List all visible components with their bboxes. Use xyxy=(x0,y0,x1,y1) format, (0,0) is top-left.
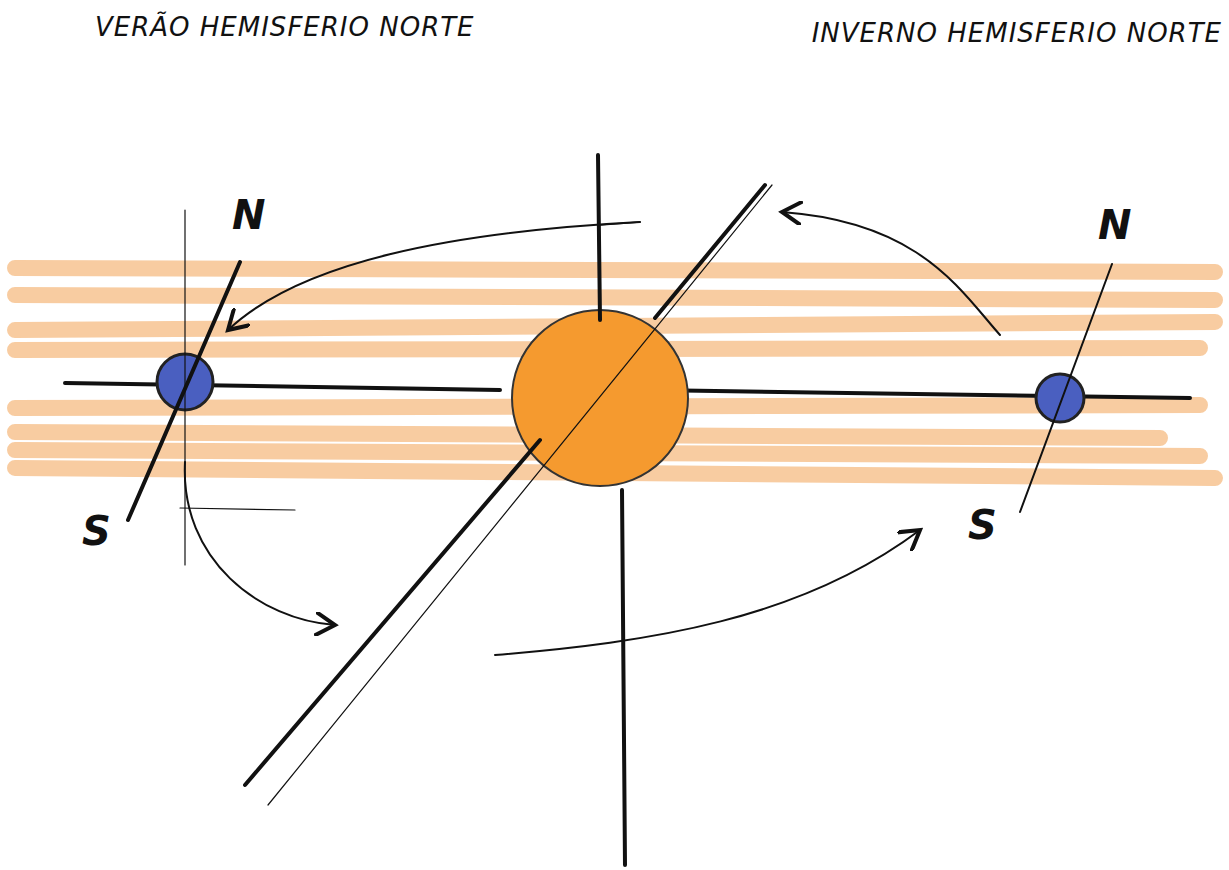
tilted-axis xyxy=(655,185,765,318)
sun-axis xyxy=(598,155,600,320)
tilted-axis xyxy=(268,185,772,805)
vertical-line xyxy=(184,210,185,565)
season-title: VERÃO HEMISFERIO NORTE xyxy=(95,12,475,42)
orbit-line xyxy=(65,383,500,390)
earth xyxy=(1036,374,1084,422)
arrow xyxy=(228,222,640,330)
pole-label: N xyxy=(232,192,265,238)
arrow xyxy=(495,530,920,655)
tilted-axis xyxy=(245,440,540,785)
angle-arrow xyxy=(185,462,335,625)
arrow xyxy=(782,212,1000,335)
sun xyxy=(512,310,688,486)
pole-label: N xyxy=(1098,202,1131,248)
sun-axis xyxy=(622,490,625,865)
season-title: INVERNO HEMISFERIO NORTE xyxy=(812,18,1222,48)
earth-axis xyxy=(128,262,240,520)
orbit-line xyxy=(650,390,1190,398)
pole-label: S xyxy=(968,502,997,548)
pole-label: S xyxy=(82,508,111,554)
earth-axis xyxy=(1020,264,1112,512)
tick-line xyxy=(180,508,295,510)
